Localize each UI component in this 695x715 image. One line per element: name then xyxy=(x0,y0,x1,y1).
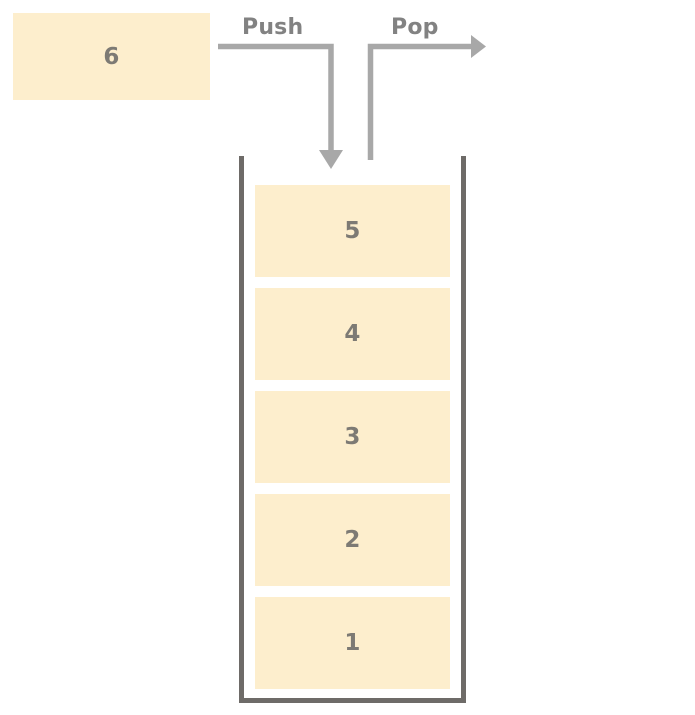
pop-arrow-head-icon xyxy=(471,35,486,58)
stack-wall-bottom xyxy=(239,698,466,703)
stack-cell-value: 2 xyxy=(344,527,361,553)
stack-cell-value: 1 xyxy=(344,630,361,656)
stack-wall-left xyxy=(239,156,244,703)
stack-container: 5 4 3 2 1 xyxy=(239,156,466,703)
stack-wall-right xyxy=(461,156,466,703)
stack-cell: 2 xyxy=(255,494,450,586)
push-operation-label: Push xyxy=(242,15,304,40)
stack-cell-value: 4 xyxy=(344,321,361,347)
pop-arrow xyxy=(367,35,486,160)
push-arrow xyxy=(218,43,343,169)
incoming-value-box: 6 xyxy=(13,13,210,100)
stack-cell: 5 xyxy=(255,185,450,277)
stack-cell: 4 xyxy=(255,288,450,380)
incoming-value-label: 6 xyxy=(103,43,120,70)
pop-operation-label: Pop xyxy=(391,15,439,40)
stack-cell-value: 5 xyxy=(344,218,361,244)
stack-cell: 3 xyxy=(255,391,450,483)
stack-cell: 1 xyxy=(255,597,450,689)
push-arrow-line xyxy=(218,43,334,152)
pop-arrow-line xyxy=(367,43,473,160)
stack-cell-value: 3 xyxy=(344,424,361,450)
